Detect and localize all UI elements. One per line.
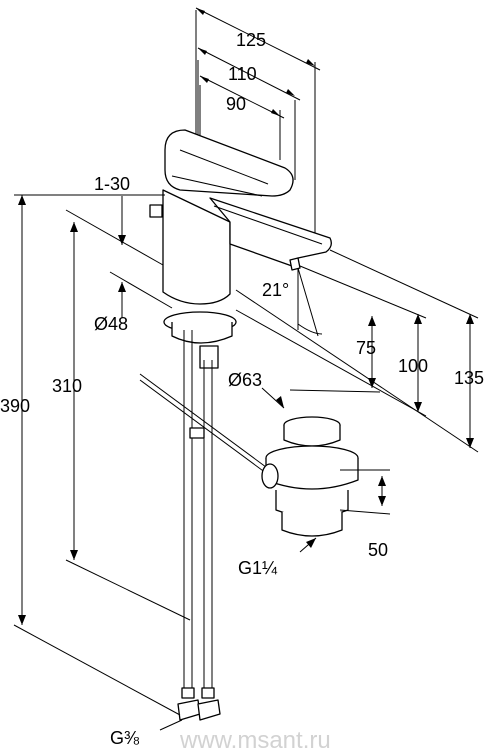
label-90: 90 [226,94,246,114]
label-390: 390 [0,396,30,416]
label-100: 100 [398,356,428,376]
supply-hoses [139,330,271,721]
label-310: 310 [52,376,82,396]
label-125: 125 [236,30,266,50]
label-drain-diameter: Ø63 [228,370,262,390]
label-110: 110 [228,64,257,84]
faucet-body [149,129,332,369]
label-hose-thread: G⅜ [110,728,140,748]
label-base-diameter: Ø48 [94,314,128,334]
vertical-dimensions [13,194,479,731]
label-75: 75 [356,338,376,358]
label-drain-thread: G1¼ [238,558,278,578]
label-50: 50 [368,540,388,560]
popup-drain [261,416,359,537]
top-dimensions [195,7,321,235]
label-spout-angle: 21° [262,280,289,300]
watermark: www.msant.ru [179,727,331,754]
label-lever-angle: 1-30 [94,174,130,194]
label-135: 135 [454,368,484,388]
dimension-labels: 125 110 90 1-30 Ø48 21° 75 100 135 390 3… [0,30,484,748]
